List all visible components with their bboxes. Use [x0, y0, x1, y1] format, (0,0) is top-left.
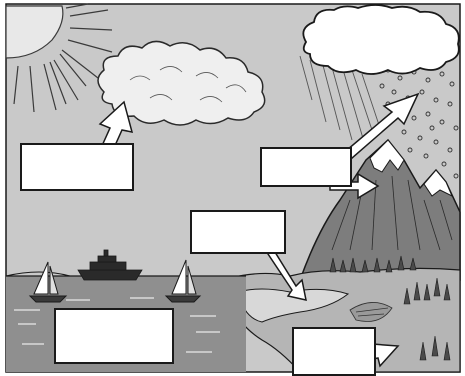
trees	[329, 255, 451, 361]
left-cloud	[97, 40, 266, 126]
ship-icon	[77, 249, 143, 281]
sailboat-icon	[28, 261, 68, 303]
left-cloud-texture	[129, 66, 247, 103]
snowfall-arrow	[329, 172, 380, 200]
snow-mountain	[298, 138, 461, 281]
sailboat-icon	[164, 259, 202, 303]
evaporation-label-box[interactable]	[20, 143, 134, 191]
rain-cloud	[302, 4, 460, 75]
precipitation-label-box[interactable]	[260, 147, 352, 187]
runoff-label-box[interactable]	[190, 210, 286, 254]
runoff-arrow	[262, 242, 307, 301]
field-patch	[349, 302, 393, 322]
sun-icon	[5, 3, 113, 113]
ocean-label-box[interactable]	[54, 308, 174, 364]
groundwater-label-box[interactable]	[292, 327, 376, 376]
river	[237, 288, 350, 323]
sea-waves	[14, 297, 220, 353]
